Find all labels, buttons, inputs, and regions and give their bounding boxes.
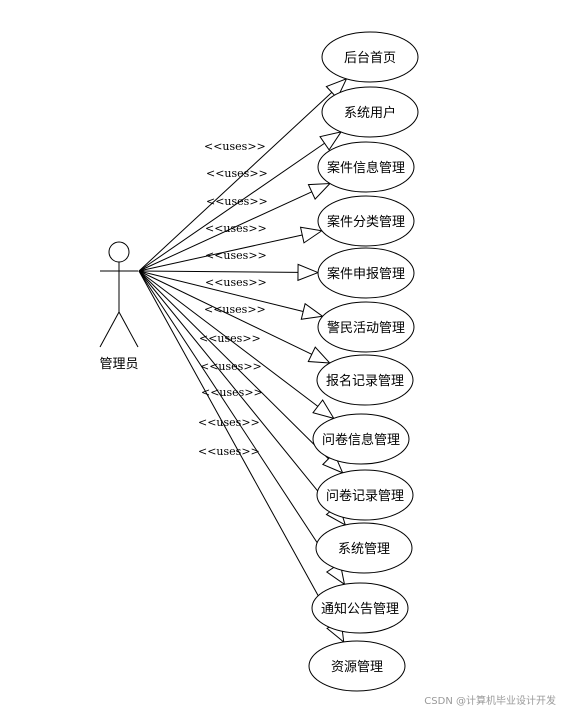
use-case-label: 资源管理 [331,660,383,675]
use-case-label: 系统用户 [344,105,396,121]
use-case-ellipse [316,469,414,521]
open-arrowhead [299,226,324,244]
use-case-label: 案件信息管理 [327,160,405,176]
use-case-label: 问卷记录管理 [326,488,404,504]
watermark: CSDN @计算机毕业设计开发 [424,696,556,707]
actor-head [108,241,130,263]
relation-line [138,191,312,272]
relation-line [138,234,303,272]
use-case-label: 案件分类管理 [327,215,405,230]
uses-label: <<uses>> [204,303,266,316]
uses-label: <<uses>> [205,249,267,262]
open-arrowhead [325,77,348,100]
use-case-ellipse [316,354,414,406]
uses-label: <<uses>> [205,276,267,289]
use-case-ellipse [315,522,413,574]
uses-label: <<uses>> [200,360,262,373]
relation-line [138,270,304,312]
actor-figure [99,241,139,348]
open-arrowhead [300,302,324,320]
use-case-ellipse [312,413,410,465]
open-arrowhead [307,346,331,364]
relations: <<uses>> <<uses>> <<uses>> <<uses>> <<uses>>… [138,77,348,644]
open-arrowhead [297,263,320,282]
use-case-ellipse [317,247,415,299]
uses-label: <<uses>> [198,416,260,429]
uses-label: <<uses>> [201,386,263,399]
uses-label: <<uses>> [206,167,268,180]
use-case-label: 案件申报管理 [327,267,405,282]
open-arrowhead [307,182,332,200]
actor-label: 管理员 [99,357,138,372]
relation-line [138,270,334,568]
use-cases: 后台首页系统用户案件信息管理案件分类管理案件申报管理警民活动管理报名记录管理问卷… [308,31,419,692]
use-case-ellipse [308,640,406,692]
use-case-ellipse [321,31,419,83]
relation-line [138,142,325,272]
relation-line [138,270,334,510]
use-case-ellipse [311,582,409,634]
relation-line [138,92,333,272]
use-case-label: 问卷信息管理 [322,432,400,448]
actor-right-leg [118,311,139,348]
relation-line [138,270,329,460]
use-case-label: 通知公告管理 [321,601,399,617]
open-arrowhead [321,452,344,474]
use-case-label: 后台首页 [344,51,396,66]
use-case-label: 警民活动管理 [327,320,405,336]
open-arrowhead [312,399,335,420]
relation-line [138,270,319,407]
open-arrowhead [319,131,343,151]
relation-line [138,270,312,355]
uses-label: <<uses>> [199,332,261,345]
uses-label: <<uses>> [206,195,268,208]
relation-line [138,270,335,625]
use-case-ellipse [317,301,415,353]
use-case-ellipse [317,141,415,193]
use-case-ellipse [321,86,419,138]
use-case-label: 系统管理 [338,542,390,557]
use-case-label: 报名记录管理 [326,373,404,389]
use-case-ellipse [317,195,415,247]
actor-left-leg [99,311,120,348]
uses-label: <<uses>> [205,222,267,235]
relation-line [138,270,299,273]
uses-label: <<uses>> [198,445,260,458]
uses-label: <<uses>> [204,140,266,153]
